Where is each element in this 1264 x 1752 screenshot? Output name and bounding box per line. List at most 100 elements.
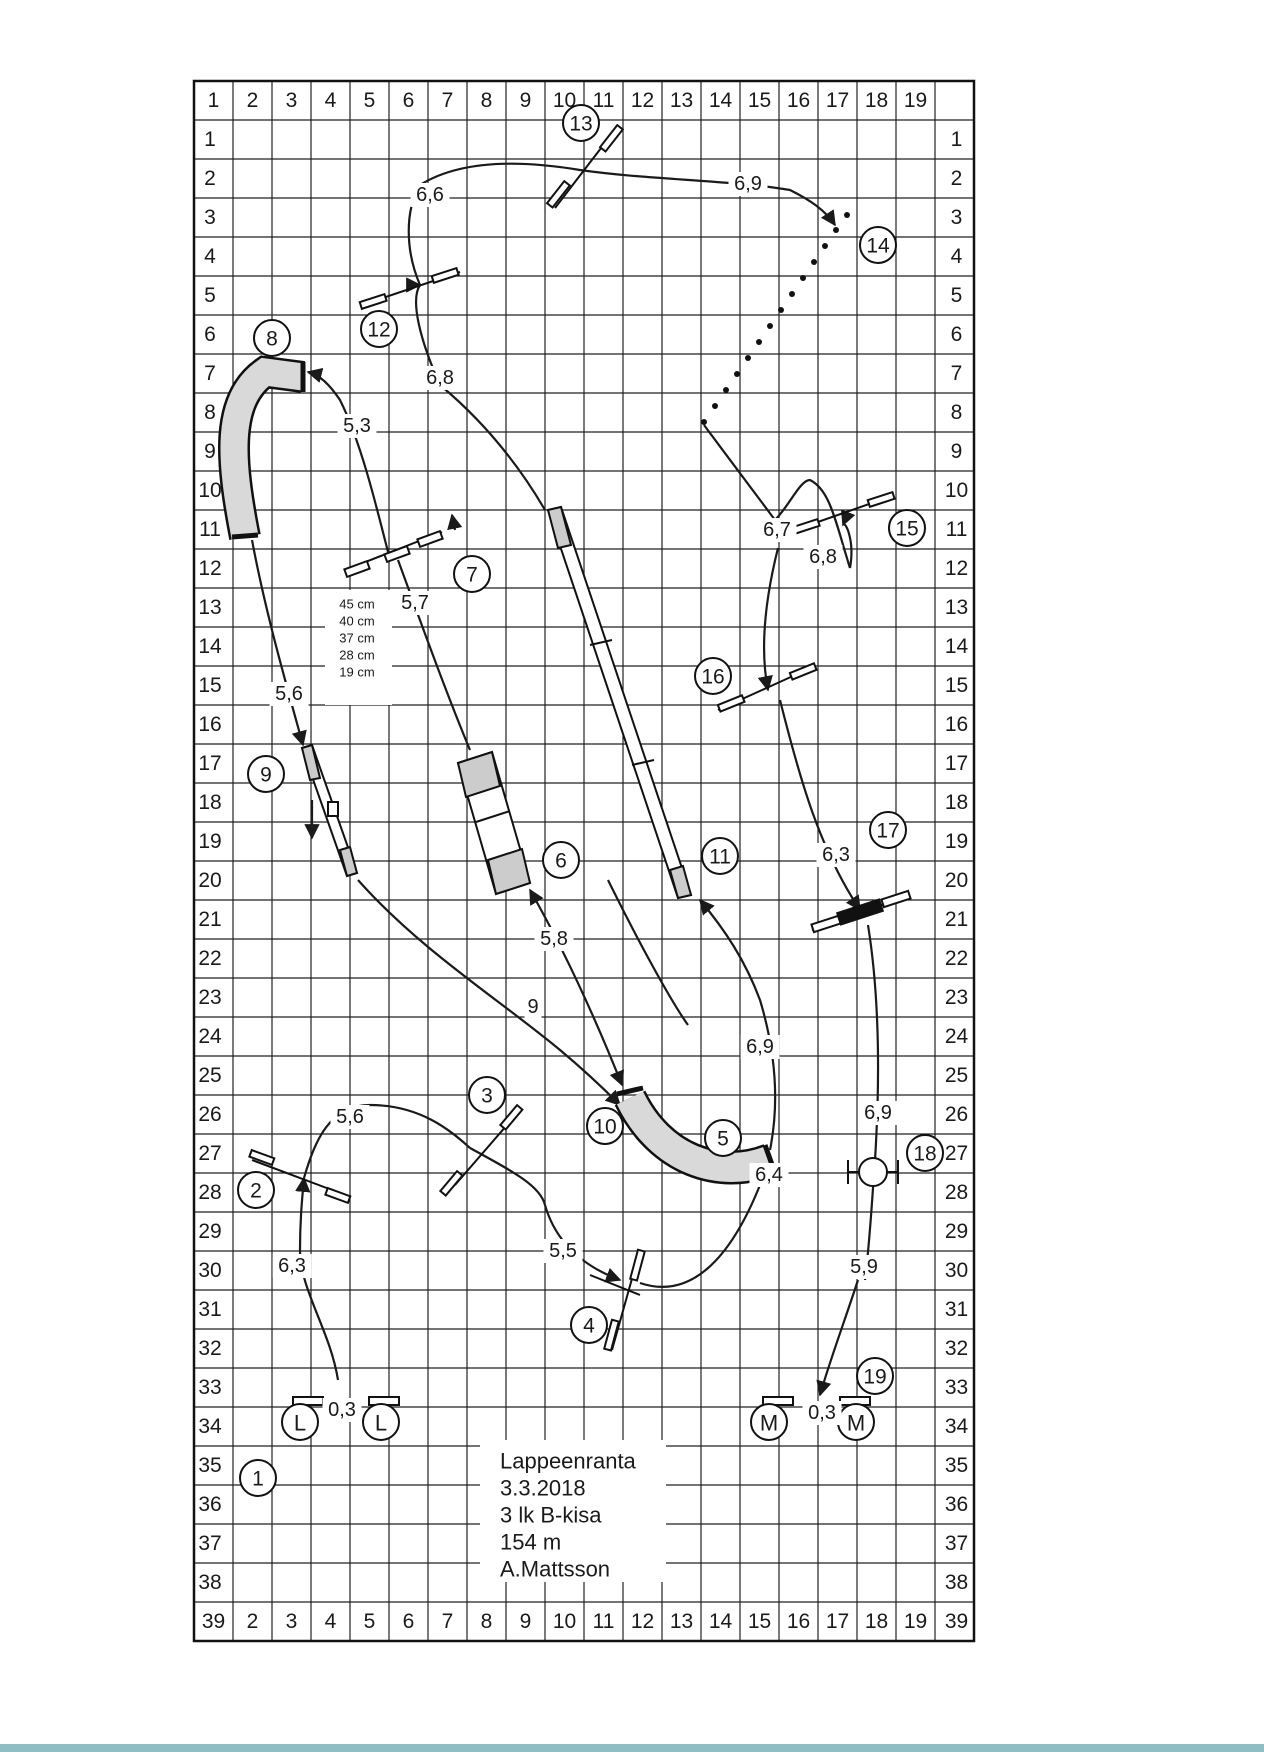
col-label-top: 15	[748, 89, 771, 112]
distance-label: 6,7	[763, 519, 791, 541]
obstacle-number-18: 18	[906, 1134, 944, 1172]
distance-label-bg	[337, 414, 377, 438]
col-label-top: 6	[403, 89, 415, 112]
distance-label-bg	[330, 1105, 370, 1129]
distance-label: 5,3	[343, 415, 371, 437]
row-label-left: 24	[198, 1025, 222, 1048]
row-label-right: 28	[945, 1181, 968, 1204]
seesaw-9	[300, 743, 359, 878]
finish-marker-text: M	[760, 1411, 778, 1436]
col-label-top: 7	[442, 89, 454, 112]
row-label-right: 27	[945, 1142, 968, 1165]
obstacle-number-8: 8	[253, 319, 291, 357]
row-label-left: 36	[198, 1493, 221, 1516]
row-label-left: 20	[198, 869, 221, 892]
finish-marker-text: M	[847, 1411, 865, 1436]
row-label-right: 38	[945, 1571, 968, 1594]
row-label-right: 23	[945, 986, 968, 1009]
distance-label-bg	[728, 172, 768, 196]
row-label-left: 6	[204, 323, 216, 346]
col-label-top: 18	[865, 89, 888, 112]
row-label-left: 10	[198, 479, 221, 502]
distance-label: 6,9	[746, 1036, 774, 1058]
row-label-right: 1	[951, 128, 963, 151]
row-label-right: 24	[945, 1025, 969, 1048]
col-label-top: 5	[364, 89, 376, 112]
row-label-right: 19	[945, 830, 968, 853]
row-label-left: 27	[198, 1142, 221, 1165]
row-label-right: 34	[945, 1415, 969, 1438]
col-label-bottom: 14	[709, 1610, 733, 1633]
col-label-bottom: 5	[364, 1610, 376, 1633]
row-label-right: 13	[945, 596, 968, 619]
distance-label-bg	[757, 518, 797, 542]
col-label-bottom: 3	[286, 1610, 298, 1633]
tunnel-10	[614, 1085, 778, 1185]
row-label-right: 6	[951, 323, 963, 346]
row-label-right: 10	[945, 479, 968, 502]
obstacle-number-text: 5	[717, 1128, 729, 1151]
row-label-left: 30	[198, 1259, 221, 1282]
col-label-bottom: 8	[481, 1610, 493, 1633]
row-label-right: 9	[951, 440, 963, 463]
col-label-top: 11	[593, 89, 615, 112]
jump-13	[545, 123, 625, 209]
row-label-left: 14	[198, 635, 222, 658]
row-label-right: 2	[951, 167, 963, 190]
distance-label-bg	[395, 591, 435, 615]
distance-label: 5,6	[275, 683, 303, 705]
col-label-top: 2	[247, 89, 259, 112]
obstacle-number-12: 12	[360, 310, 398, 348]
distance-label-bg	[740, 1035, 780, 1059]
distance-label-bg	[844, 1255, 884, 1279]
row-label-left: 12	[198, 557, 221, 580]
row-label-right: 35	[945, 1454, 968, 1477]
row-label-right: 14	[945, 635, 969, 658]
obstacle-number-11: 11	[701, 837, 739, 875]
col-label-bottom: 17	[826, 1610, 849, 1633]
scan-edge	[0, 1744, 1264, 1752]
row-label-left: 29	[198, 1220, 221, 1243]
distance-label-bg	[858, 1101, 898, 1125]
col-label-bottom: 11	[593, 1610, 615, 1633]
col-label-top: 14	[709, 89, 733, 112]
distance-label: 6,9	[734, 173, 762, 195]
obstacle-number-2: 2	[237, 1171, 275, 1209]
row-label-right: 32	[945, 1337, 968, 1360]
obstacle-number-text: 17	[876, 820, 899, 843]
col-label-bottom: 19	[904, 1610, 927, 1633]
row-label-left: 18	[198, 791, 221, 814]
start-marker-text: L	[375, 1411, 387, 1436]
row-label-left: 9	[204, 440, 216, 463]
col-label-top: 9	[520, 89, 532, 112]
row-label-right: 18	[945, 791, 968, 814]
row-label-left: 19	[198, 830, 221, 853]
row-label-right: 4	[951, 245, 963, 268]
distance-label-bg	[543, 1239, 583, 1263]
row-label-left: 21	[198, 908, 221, 931]
obstacle-number-text: 6	[555, 850, 567, 873]
distance-label-bg	[524, 995, 542, 1019]
obstacle-number-15: 15	[888, 509, 926, 547]
row-label-left: 28	[198, 1181, 221, 1204]
row-label-right: 22	[945, 947, 968, 970]
obstacle-number-19: 19	[856, 1357, 894, 1395]
jump-4	[589, 1248, 646, 1352]
obstacle-number-6: 6	[542, 841, 580, 879]
row-label-right: 36	[945, 1493, 968, 1516]
col-label-top: 16	[787, 89, 810, 112]
jump-height-label: 45 cm	[339, 597, 374, 612]
row-label-left: 17	[198, 752, 221, 775]
course-info-line: 3.3.2018	[500, 1476, 586, 1501]
course-info-line: 3 lk B-kisa	[500, 1503, 602, 1528]
dog-path	[250, 162, 880, 1397]
row-label-right: 25	[945, 1064, 968, 1087]
jump-7	[343, 529, 444, 579]
course-info-line: A.Mattsson	[500, 1557, 610, 1582]
row-label-left: 8	[204, 401, 216, 424]
obstacle-number-1: 1	[239, 1459, 277, 1497]
jump-17	[810, 889, 912, 934]
